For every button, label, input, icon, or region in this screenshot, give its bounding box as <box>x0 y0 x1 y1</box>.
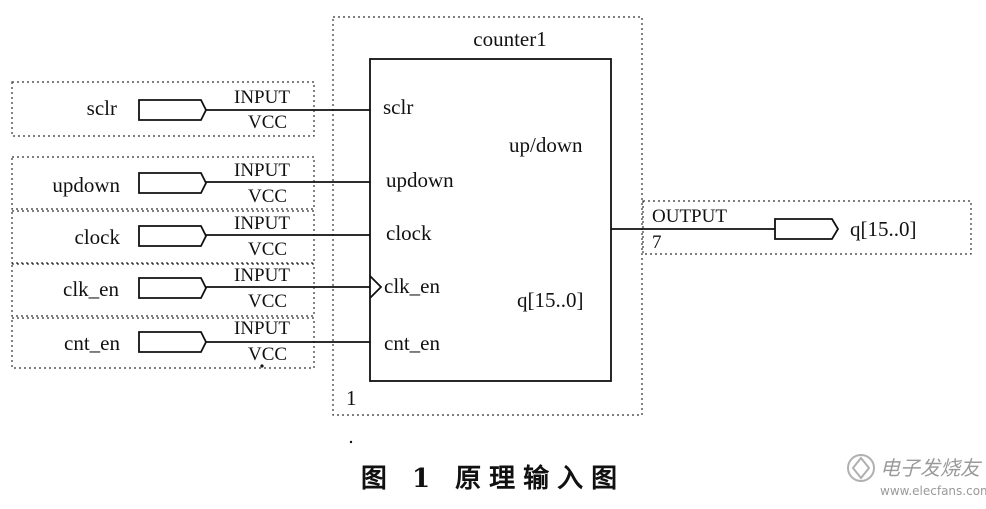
input-pin-sclr: sclr INPUT VCC <box>11 81 370 137</box>
port-label-up-down: up/down <box>509 133 583 157</box>
input-pin-clk-en: clk_en INPUT VCC <box>11 263 370 317</box>
input-connector-clk-en <box>138 277 208 299</box>
input-type-cnt-en: INPUT <box>234 318 290 339</box>
input-connector-updown <box>138 172 208 194</box>
port-label-q: q[15..0] <box>517 288 584 312</box>
input-name-clock: clock <box>75 225 121 249</box>
input-frame-updown <box>11 156 315 210</box>
watermark-text: 电子发烧友 <box>880 456 983 480</box>
output-pin-q: OUTPUT 7 q[15..0] <box>611 200 972 255</box>
output-name: q[15..0] <box>850 217 917 241</box>
output-frame-q <box>642 200 972 255</box>
watermark: 电子发烧友 www.elecfans.com <box>847 454 986 498</box>
input-type-sclr: INPUT <box>234 87 290 108</box>
port-label-cnt-en: cnt_en <box>384 331 440 355</box>
input-pin-cnt-en: cnt_en INPUT VCC <box>11 317 370 369</box>
input-pullup-clk-en: VCC <box>248 291 287 312</box>
input-pullup-clock: VCC <box>248 239 287 260</box>
input-frame-clk-en <box>11 263 315 317</box>
output-connector-q <box>774 218 840 240</box>
input-pin-clock: clock INPUT VCC <box>11 210 370 264</box>
input-name-sclr: sclr <box>87 96 117 120</box>
input-frame-sclr <box>11 81 315 137</box>
component-outer-frame <box>332 16 643 416</box>
input-type-updown: INPUT <box>234 160 290 181</box>
input-connector-clock <box>138 225 208 247</box>
port-label-sclr: sclr <box>383 95 413 119</box>
watermark-url: www.elecfans.com <box>880 484 986 498</box>
clock-edge-marker <box>369 275 383 299</box>
input-frame-cnt-en <box>11 317 315 369</box>
input-frame-clock <box>11 210 315 264</box>
port-label-updown: updown <box>386 168 454 192</box>
input-name-cnt-en: cnt_en <box>64 331 120 355</box>
input-name-updown: updown <box>52 173 120 197</box>
input-pullup-cnt-en: VCC <box>248 344 287 365</box>
port-label-clock: clock <box>386 221 432 245</box>
input-name-clk-en: clk_en <box>63 277 119 301</box>
component-box <box>369 58 612 382</box>
stray-dot <box>260 364 264 368</box>
port-label-clk-en: clk_en <box>384 274 440 298</box>
component-footer-number: 1 <box>346 386 357 410</box>
output-number: 7 <box>652 232 662 253</box>
watermark-logo-mark <box>851 456 871 480</box>
watermark-logo-icon <box>847 454 875 482</box>
input-pullup-sclr: VCC <box>248 112 287 133</box>
input-connector-cnt-en <box>138 331 208 353</box>
input-type-clock: INPUT <box>234 213 290 234</box>
stray-dot <box>349 440 353 444</box>
input-pullup-updown: VCC <box>248 186 287 207</box>
component-title: counter1 <box>473 27 546 51</box>
output-type: OUTPUT <box>652 206 727 227</box>
input-type-clk-en: INPUT <box>234 265 290 286</box>
figure-caption: 图 1 原理输入图 <box>361 463 625 494</box>
input-pin-updown: updown INPUT VCC <box>11 156 370 210</box>
input-connector-sclr <box>138 99 208 121</box>
